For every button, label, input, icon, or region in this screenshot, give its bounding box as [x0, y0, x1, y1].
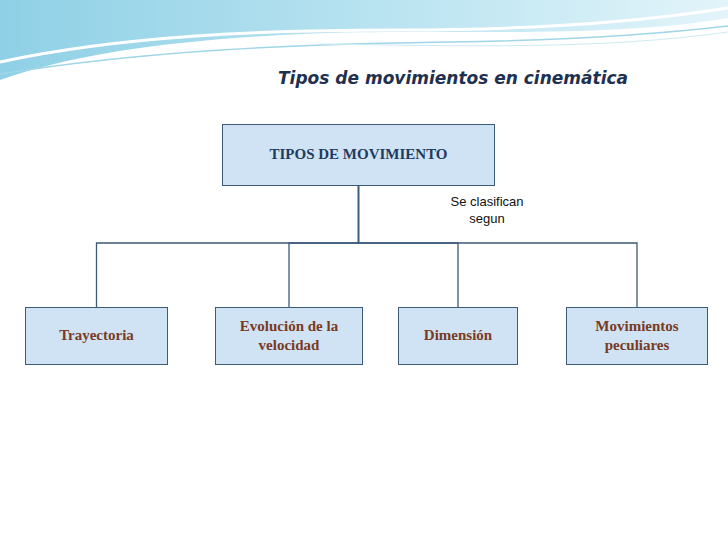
category-box: Movimientos peculiares	[566, 307, 708, 365]
node-text: Movimientos peculiares	[575, 317, 699, 356]
category-box: Evolución de la velocidad	[215, 307, 363, 365]
node-text: Dimensión	[424, 326, 492, 346]
node-text: Trayectoria	[59, 326, 134, 346]
swoosh-curve	[0, 26, 728, 74]
tree-connector	[289, 186, 359, 307]
category-box: Dimensión	[398, 307, 518, 365]
tree-connector	[359, 186, 638, 307]
category-box: Trayectoria	[25, 307, 168, 365]
tree-connector	[97, 186, 359, 307]
node-text: TIPOS DE MOVIMIENTO	[269, 145, 447, 165]
swoosh-curve	[320, 32, 728, 46]
slide-title: Tipos de movimientos en cinemática	[278, 68, 628, 88]
root-box: TIPOS DE MOVIMIENTO	[222, 124, 495, 186]
node-text: Evolución de la velocidad	[224, 317, 354, 356]
connector-note: Se clasifican segun	[437, 194, 537, 228]
